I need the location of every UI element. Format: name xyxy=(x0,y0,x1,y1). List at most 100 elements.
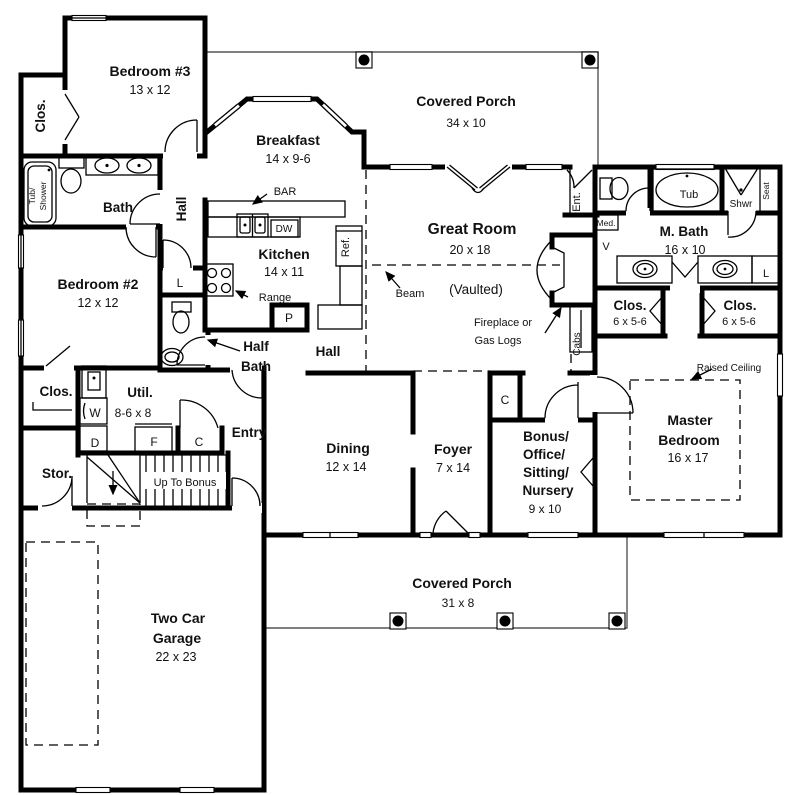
post xyxy=(355,51,373,69)
label-fireplace-2: Gas Logs xyxy=(474,335,522,347)
bath-vanity xyxy=(85,155,159,176)
mbath-vanity-left xyxy=(616,255,673,284)
window-master-right xyxy=(775,353,785,397)
room-label-hall-upper: Hall xyxy=(174,197,189,222)
label-pantry: P xyxy=(285,311,293,325)
label-ref: Ref. xyxy=(340,237,352,257)
fixtures xyxy=(23,155,780,453)
sidelight-left xyxy=(419,530,432,540)
dishwasher xyxy=(270,219,299,238)
mbath-shower xyxy=(724,167,761,213)
window-dining xyxy=(302,530,359,540)
door-shower xyxy=(727,210,757,238)
door-entry-hall xyxy=(231,369,263,399)
door-closet-bedroom2 xyxy=(45,345,71,367)
label-closet-c-hall: C xyxy=(501,393,510,407)
room-label-hall-lower: Hall xyxy=(316,344,341,359)
range xyxy=(203,263,234,297)
room-label-master-2: Bedroom xyxy=(658,432,719,448)
window-master-bottom xyxy=(663,530,745,540)
room-label-closet-bd2: Clos. xyxy=(39,384,72,399)
label-up-to-bonus: Up To Bonus xyxy=(154,477,217,489)
washer-box xyxy=(79,397,108,425)
door-toilet-room xyxy=(625,187,651,212)
mbath-toilet xyxy=(599,176,629,201)
window-bay-left xyxy=(212,102,242,129)
bifold-vanity-pass xyxy=(671,261,699,278)
freezer-box xyxy=(134,423,173,453)
room-label-porch-top: Covered Porch xyxy=(416,93,516,109)
room-note-great-room: (Vaulted) xyxy=(449,282,503,297)
room-dims-util: 8-6 x 8 xyxy=(115,406,152,420)
window-greatroom-2 xyxy=(525,162,563,172)
room-dims-bedroom2: 12 x 12 xyxy=(77,296,118,310)
room-label-porch-bottom: Covered Porch xyxy=(412,575,512,591)
window-mbath xyxy=(655,162,715,172)
window-garage-1 xyxy=(75,785,111,795)
window-greatroom-1 xyxy=(389,162,433,172)
label-seat: Seat xyxy=(761,182,771,200)
room-dims-closet-m-right: 6 x 5-6 xyxy=(722,316,756,328)
room-label-garage-1: Two Car xyxy=(151,610,206,626)
stairs xyxy=(86,454,228,506)
window-bedroom2-upper xyxy=(16,234,26,269)
label-ent: Ent. xyxy=(571,192,583,212)
door-closet-bedroom3 xyxy=(64,93,80,141)
room-dims-porch-top: 34 x 10 xyxy=(446,116,486,130)
room-label-closet-bd3: Clos. xyxy=(33,99,48,132)
room-dims-breakfast: 14 x 9-6 xyxy=(265,152,310,166)
room-label-util: Util. xyxy=(127,385,153,400)
room-dims-mbath: 16 x 10 xyxy=(664,243,705,257)
bath-toilet xyxy=(58,156,85,194)
label-tub-shower-1: Tub/ xyxy=(27,187,37,204)
room-dims-bonus: 9 x 10 xyxy=(529,502,562,516)
room-label-mbath: M. Bath xyxy=(660,224,709,239)
room-label-bath: Bath xyxy=(103,200,133,215)
door-closet-c-util xyxy=(179,399,219,429)
windows xyxy=(16,13,785,795)
room-label-entry: Entry xyxy=(232,425,267,440)
kitchen-counter-corner xyxy=(317,265,363,330)
stair-landing-outline xyxy=(86,503,141,527)
door-bath xyxy=(129,193,161,225)
kitchen-sink xyxy=(236,213,269,238)
room-label-bonus-3: Sitting/ xyxy=(523,465,569,480)
labels: Covered Porch 34 x 10 Bedroom #3 13 x 12… xyxy=(27,63,771,664)
label-freezer: F xyxy=(150,435,157,449)
bifold-bonus-closet xyxy=(580,457,594,487)
window-bedroom3-top xyxy=(71,13,107,23)
label-bar: BAR xyxy=(274,186,297,198)
door-entry-garage xyxy=(231,477,261,507)
mbath-tub xyxy=(652,168,723,212)
room-label-kitchen: Kitchen xyxy=(258,246,309,262)
wall-openings xyxy=(38,90,756,513)
label-washer: W xyxy=(89,406,101,420)
post xyxy=(581,51,599,69)
room-label-half-bath-2: Bath xyxy=(241,359,271,374)
room-label-master-1: Master xyxy=(667,412,713,428)
label-linen-hall: L xyxy=(177,276,184,290)
room-label-closet-m-right: Clos. xyxy=(723,298,756,313)
door-front xyxy=(432,510,469,534)
label-dryer: D xyxy=(91,436,100,450)
half-bath-toilet xyxy=(171,301,192,334)
room-dims-closet-m-left: 6 x 5-6 xyxy=(613,316,647,328)
post xyxy=(496,612,514,630)
post xyxy=(608,612,626,630)
label-dw: DW xyxy=(276,224,293,235)
label-tub: Tub xyxy=(680,189,699,201)
cabs-cabinet xyxy=(569,305,593,353)
room-dims-master: 16 x 17 xyxy=(667,451,708,465)
room-label-dining: Dining xyxy=(326,440,370,456)
label-tub-shower-2: Shower xyxy=(38,181,48,210)
raised-ceiling-outline xyxy=(629,379,741,501)
label-cabs: Cabs xyxy=(572,332,583,355)
room-dims-bedroom3: 13 x 12 xyxy=(129,83,170,97)
door-stor-garage xyxy=(41,475,73,507)
door-bedroom3 xyxy=(164,119,198,153)
label-raised-ceiling: Raised Ceiling xyxy=(697,363,761,374)
room-label-garage-2: Garage xyxy=(153,630,201,646)
